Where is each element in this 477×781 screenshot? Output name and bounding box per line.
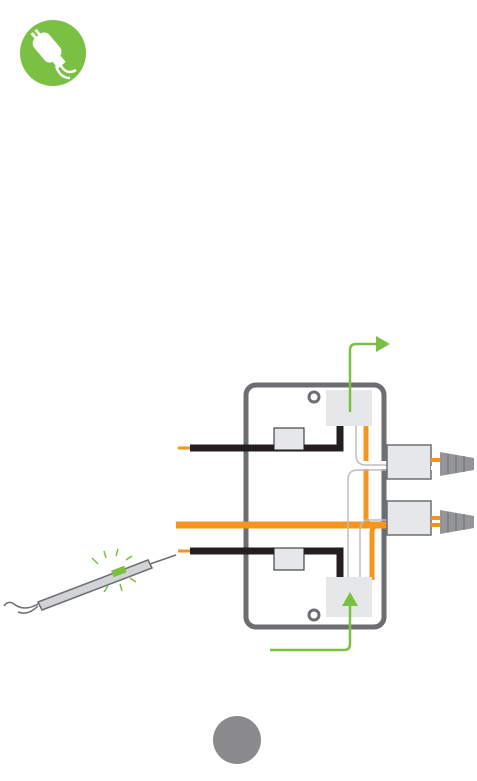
wire-connector-top <box>387 445 431 479</box>
wire-connector-bottom <box>387 501 431 535</box>
wire-clamp-bottom <box>274 548 304 570</box>
page-dot[interactable] <box>213 716 261 764</box>
wire-nut-bottom <box>431 510 474 534</box>
voltage-tester <box>4 549 176 613</box>
wire-nut-top <box>431 452 474 476</box>
voltage-tester-icon <box>20 20 86 86</box>
arrow-up-head <box>376 336 390 352</box>
voltage-tester-badge <box>20 20 86 86</box>
wire-clamp-top <box>274 428 304 450</box>
wiring-diagram <box>0 320 477 660</box>
